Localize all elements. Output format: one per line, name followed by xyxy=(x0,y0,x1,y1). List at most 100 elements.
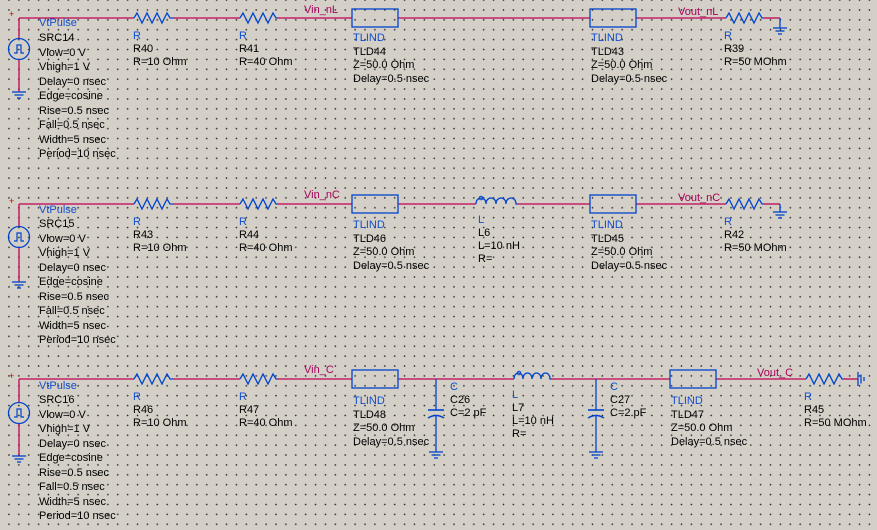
component-type: C xyxy=(610,381,618,393)
inductor-l7[interactable]: L L7 L=10 nH R= xyxy=(512,389,554,441)
source-param: Width=5 nsec xyxy=(39,319,106,332)
tline-tld46[interactable]: TLIND TLD46 Z=50.0 Ohm Delay=0.5 nsec xyxy=(353,219,429,273)
component-value: R=50 MOhm xyxy=(804,417,867,429)
tline-tld48[interactable]: TLIND TLD48 Z=50.0 Ohm Delay=0.5 nsec xyxy=(353,395,429,449)
net-label-input[interactable]: Vin_C xyxy=(304,364,334,376)
component-param: Delay=0.5 nsec xyxy=(353,72,430,85)
component-type: R xyxy=(133,30,141,42)
resistor-r41[interactable]: R R41 R=40 Ohm xyxy=(239,30,293,69)
resistor-r46[interactable]: R R46 R=10 Ohm xyxy=(133,391,187,430)
source-param: Edge=cosine xyxy=(39,452,103,464)
resistor-r45[interactable]: R R45 R=50 MOhm xyxy=(804,391,867,430)
source-param: Delay=0 nsec xyxy=(39,437,106,450)
source-param: Delay=0 nsec xyxy=(39,75,106,88)
component-type: TLIND xyxy=(353,219,385,231)
resistor-r40[interactable]: R R40 R=10 Ohm xyxy=(133,30,187,69)
component-type: TLIND xyxy=(353,395,385,407)
component-name: TLD44 xyxy=(353,45,387,58)
component-param: Z=50.0 Ohm xyxy=(353,246,415,258)
source-type-label: VtPulse xyxy=(39,204,77,216)
component-name: R41 xyxy=(239,43,260,55)
capacitor-c27[interactable]: C C27 C=2 pF xyxy=(610,381,646,420)
component-name: L7 xyxy=(512,402,525,414)
component-value: R=40 Ohm xyxy=(239,417,293,429)
component-param: Delay=0.5 nsec xyxy=(353,435,430,448)
net-label-output[interactable]: Vout_nL xyxy=(678,6,719,18)
source-param: Fall=0.5 nsec xyxy=(39,119,105,131)
component-type: R xyxy=(804,391,812,403)
component-type: R xyxy=(239,216,247,228)
component-value: C=2 pF xyxy=(610,407,647,419)
component-value: R=50 MOhm xyxy=(724,242,787,254)
source-param: Vhigh=1 V xyxy=(39,247,91,259)
component-name: R43 xyxy=(133,229,154,241)
component-type: R xyxy=(239,30,247,42)
resistor-r43[interactable]: R R43 R=10 Ohm xyxy=(133,216,187,255)
resistor-r39[interactable]: R R39 R=50 MOhm xyxy=(724,30,787,69)
component-name: TLD45 xyxy=(591,232,625,245)
source-param: Width=5 nsec xyxy=(39,495,106,508)
source-param: Rise=0.5 nsec xyxy=(39,104,110,117)
component-param: Delay=0.5 nsec xyxy=(591,259,668,272)
component-param: Delay=0.5 nsec xyxy=(353,259,430,272)
source-name: SRC16 xyxy=(39,394,75,406)
component-value: R=40 Ohm xyxy=(239,56,293,68)
source-param: Vlow=0 V xyxy=(39,232,86,245)
component-type: L xyxy=(478,214,485,226)
source-type-label: VtPulse xyxy=(39,17,77,29)
source-param: Fall=0.5 nsec xyxy=(39,481,105,493)
source-block[interactable]: SRC14 Vlow=0 V Vhigh=1 V Delay=0 nsec Ed… xyxy=(39,31,116,162)
net-label-input[interactable]: Vin_nL xyxy=(304,4,339,16)
resistor-r44[interactable]: R R44 R=40 Ohm xyxy=(239,216,293,255)
component-name: L6 xyxy=(478,227,491,239)
source-param: Fall=0.5 nsec xyxy=(39,305,105,317)
tline-tld44[interactable]: TLIND TLD44 Z=50.0 Ohm Delay=0.5 nsec xyxy=(353,32,429,86)
component-param: L=10 nH xyxy=(478,240,520,252)
net-label-output[interactable]: Vout_C xyxy=(757,367,794,379)
component-value: R=50 MOhm xyxy=(724,56,787,68)
component-param: Z=50.0 Ohm xyxy=(671,422,733,434)
component-type: TLIND xyxy=(591,32,623,44)
component-param: L=10 nH xyxy=(512,415,554,427)
source-param: Vlow=0 V xyxy=(39,46,86,59)
component-name: C27 xyxy=(610,394,631,406)
component-param: Z=50.0 Ohm xyxy=(353,59,415,71)
source-name: SRC14 xyxy=(39,32,75,44)
component-param: Delay=0.5 nsec xyxy=(591,72,668,85)
component-type: TLIND xyxy=(591,219,623,231)
component-type: R xyxy=(239,391,247,403)
tline-tld43[interactable]: TLIND TLD43 Z=50.0 Ohm Delay=0.5 nsec xyxy=(591,32,667,86)
source-block[interactable]: SRC16 Vlow=0 V Vhigh=1 V Delay=0 nsec Ed… xyxy=(39,393,116,524)
component-name: R39 xyxy=(724,43,745,55)
inductor-l6[interactable]: L L6 L=10 nH R= xyxy=(478,214,520,266)
component-name: R44 xyxy=(239,229,260,241)
component-name: C26 xyxy=(450,394,471,406)
component-param: Z=50.0 Ohm xyxy=(353,422,415,434)
component-param: R= xyxy=(478,253,493,265)
component-value: R=40 Ohm xyxy=(239,242,293,254)
component-name: TLD47 xyxy=(671,408,705,421)
resistor-r42[interactable]: R R42 R=50 MOhm xyxy=(724,216,787,255)
component-param: Z=50.0 Ohm xyxy=(591,246,653,258)
component-type: R xyxy=(724,216,732,228)
net-label-output[interactable]: Vout_nC xyxy=(678,192,721,204)
capacitor-c26[interactable]: C C26 C=2 pF xyxy=(450,381,486,420)
component-type: TLIND xyxy=(353,32,385,44)
component-param: Delay=0.5 nsec xyxy=(671,435,748,448)
component-name: R46 xyxy=(133,404,154,416)
tline-tld47[interactable]: TLIND TLD47 Z=50.0 Ohm Delay=0.5 nsec xyxy=(671,395,747,449)
net-label-input[interactable]: Vin_nC xyxy=(304,189,340,201)
component-param: Z=50.0 Ohm xyxy=(591,59,653,71)
component-value: C=2 pF xyxy=(450,407,487,419)
component-name: R47 xyxy=(239,404,260,416)
source-block[interactable]: SRC15 Vlow=0 V Vhigh=1 V Delay=0 nsec Ed… xyxy=(39,217,116,348)
component-value: R=10 Ohm xyxy=(133,242,187,254)
source-param: Width=5 nsec xyxy=(39,133,106,146)
tline-tld45[interactable]: TLIND TLD45 Z=50.0 Ohm Delay=0.5 nsec xyxy=(591,219,667,273)
component-value: R=10 Ohm xyxy=(133,417,187,429)
resistor-r47[interactable]: R R47 R=40 Ohm xyxy=(239,391,293,430)
source-param: Period=10 nsec xyxy=(39,148,116,160)
source-param: Vhigh=1 V xyxy=(39,61,91,73)
